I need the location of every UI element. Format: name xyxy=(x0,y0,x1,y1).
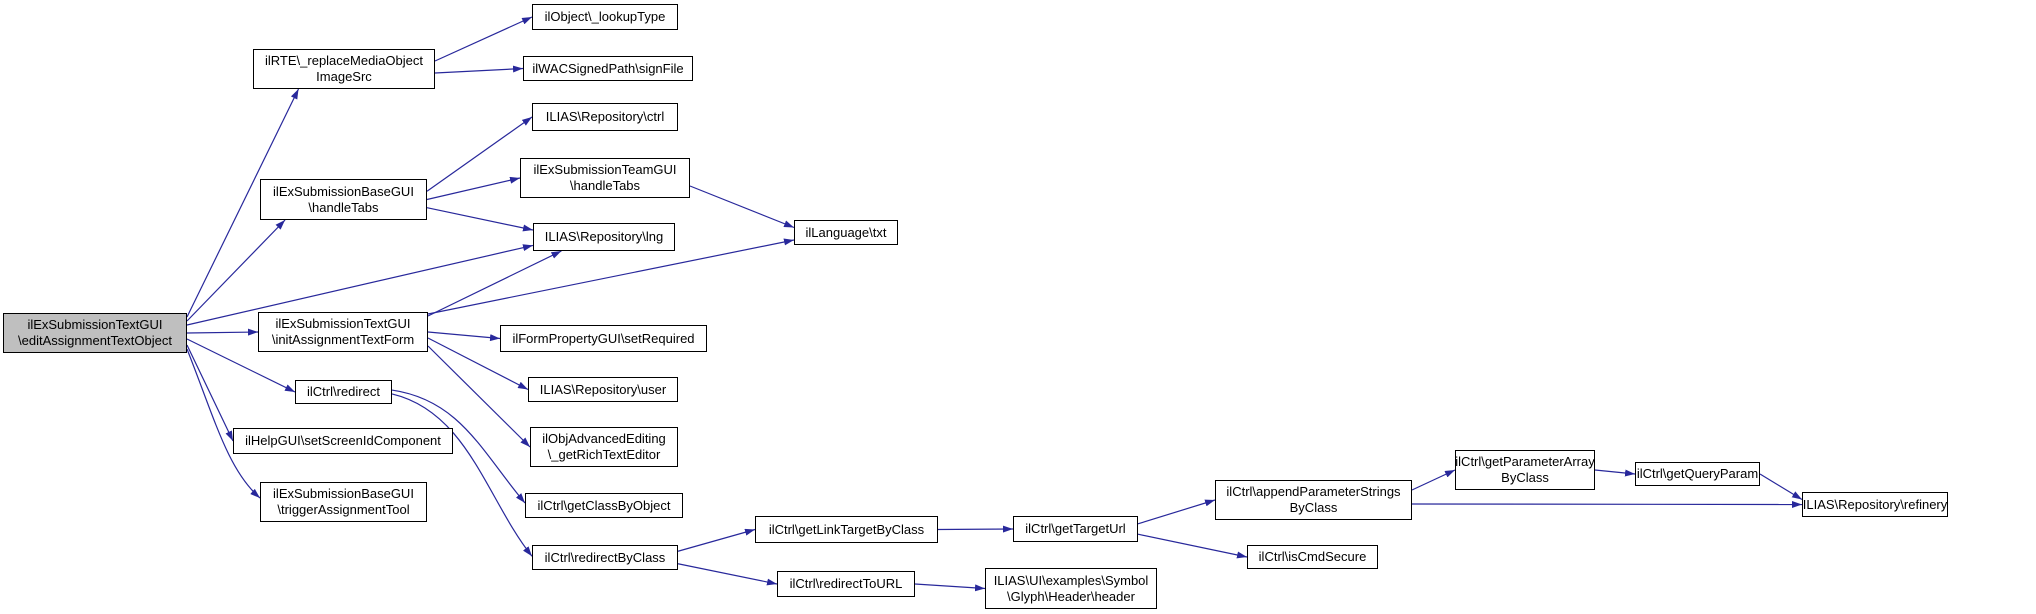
edge-getLinkTargetByClass-getTargetUrl xyxy=(937,525,1014,533)
node-append-parameter-strings-by-class[interactable]: ilCtrl\appendParameterStrings ByClass xyxy=(1215,480,1412,520)
edge-handleTabs-lng xyxy=(426,207,534,232)
node-set-screen-id-component[interactable]: ilHelpGUI\setScreenIdComponent xyxy=(233,428,453,454)
edge-main-rte xyxy=(186,88,300,318)
node-team-handle-tabs[interactable]: ilExSubmissionTeamGUI \handleTabs xyxy=(520,158,690,198)
node-language-txt[interactable]: ilLanguage\txt xyxy=(794,220,898,245)
node-repository-user[interactable]: ILIAS\Repository\user xyxy=(528,377,678,402)
node-redirect-to-url[interactable]: ilCtrl\redirectToURL xyxy=(777,571,915,597)
edge-getParamArray-getQueryParam xyxy=(1594,469,1636,477)
node-lookup-type[interactable]: ilObject\_lookupType xyxy=(532,4,678,30)
edge-redirect-getClassByObject xyxy=(391,389,526,504)
node-redirect-by-class[interactable]: ilCtrl\redirectByClass xyxy=(532,545,678,570)
edge-initForm-txt xyxy=(427,238,795,315)
edge-redirectByClass-getLinkTargetByClass xyxy=(677,528,756,552)
node-set-required[interactable]: ilFormPropertyGUI\setRequired xyxy=(500,325,707,352)
edge-redirectToURL-header xyxy=(914,583,986,592)
edge-getTargetUrl-appendParam xyxy=(1137,499,1216,525)
edge-getQueryParam-refinery xyxy=(1759,473,1803,501)
node-get-query-param[interactable]: ilCtrl\getQueryParam xyxy=(1635,462,1760,486)
node-get-link-target-by-class[interactable]: ilCtrl\getLinkTargetByClass xyxy=(755,516,938,543)
node-replace-media-object-image-src[interactable]: ilRTE\_replaceMediaObject ImageSrc xyxy=(253,49,435,89)
edge-main-trigger xyxy=(186,348,261,499)
edge-main-screenId xyxy=(186,344,234,442)
edge-handleTabs-team xyxy=(426,176,521,201)
edge-main-handleTabs xyxy=(186,219,286,322)
edge-main-redirect xyxy=(186,338,296,393)
node-get-parameter-array-by-class[interactable]: ilCtrl\getParameterArray ByClass xyxy=(1455,450,1595,490)
edge-main-initForm xyxy=(186,328,259,336)
edge-initForm-lng xyxy=(427,250,562,317)
node-symbol-glyph-header[interactable]: ILIAS\UI\examples\Symbol \Glyph\Header\h… xyxy=(985,568,1157,609)
edge-appendParam-getParamArray xyxy=(1411,469,1456,491)
edge-initForm-user xyxy=(427,337,529,391)
edge-handleTabs-ctrl xyxy=(426,116,533,192)
node-get-rich-text-editor[interactable]: ilObjAdvancedEditing \_getRichTextEditor xyxy=(530,427,678,467)
node-edit-assignment-text-object: ilExSubmissionTextGUI \editAssignmentTex… xyxy=(3,313,187,353)
edge-getTargetUrl-isCmdSecure xyxy=(1137,533,1248,559)
node-repository-ctrl[interactable]: ILIAS\Repository\ctrl xyxy=(532,103,678,131)
node-trigger-assignment-tool[interactable]: ilExSubmissionBaseGUI \triggerAssignment… xyxy=(260,482,427,522)
edge-redirect-redirectByClass xyxy=(391,393,533,557)
node-sign-file[interactable]: ilWACSignedPath\signFile xyxy=(523,56,693,81)
node-get-class-by-object[interactable]: ilCtrl\getClassByObject xyxy=(525,493,683,518)
node-repository-lng[interactable]: ILIAS\Repository\lng xyxy=(533,223,675,251)
edge-initForm-setRequired xyxy=(427,331,501,342)
edge-initForm-richText xyxy=(427,345,531,448)
node-init-assignment-text-form[interactable]: ilExSubmissionTextGUI \initAssignmentTex… xyxy=(258,312,428,352)
edge-redirectByClass-redirectToURL xyxy=(677,563,778,586)
edge-rte-lookup xyxy=(434,16,533,62)
node-is-cmd-secure[interactable]: ilCtrl\isCmdSecure xyxy=(1247,545,1378,569)
node-ctrl-redirect[interactable]: ilCtrl\redirect xyxy=(295,380,392,404)
edge-rte-sign xyxy=(434,65,524,74)
edge-team-txt xyxy=(689,185,795,229)
node-get-target-url[interactable]: ilCtrl\getTargetUrl xyxy=(1013,516,1138,542)
node-repository-refinery[interactable]: ILIAS\Repository\refinery xyxy=(1802,492,1948,517)
edge-main-lng xyxy=(186,244,534,326)
edge-appendParam-refinery xyxy=(1411,500,1803,508)
node-base-handle-tabs[interactable]: ilExSubmissionBaseGUI \handleTabs xyxy=(260,179,427,220)
